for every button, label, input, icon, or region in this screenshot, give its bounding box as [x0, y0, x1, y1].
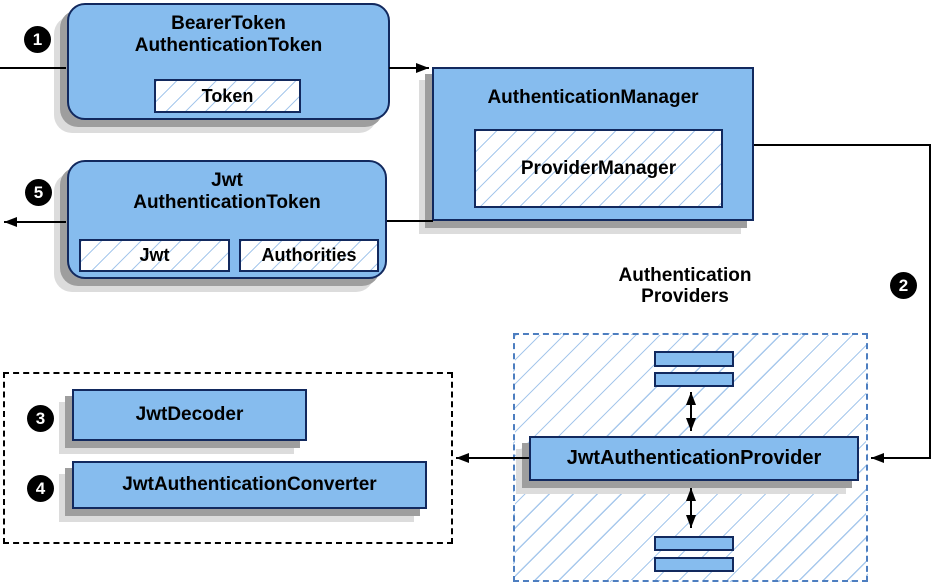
provider-placeholder-bar	[654, 536, 734, 551]
step-4-badge: 4	[27, 475, 54, 502]
jwt-token-title-line2: AuthenticationToken	[133, 192, 321, 213]
providers-group-label-line2: Providers	[641, 286, 729, 307]
node-jwt-authentication-converter: JwtAuthenticationConverter	[72, 461, 427, 509]
bearer-token-title-line1: BearerToken	[171, 13, 286, 34]
node-authentication-manager: AuthenticationManager ProviderManager	[432, 67, 754, 221]
jwt-token-title: Jwt AuthenticationToken	[69, 162, 385, 214]
bearer-token-title-line2: AuthenticationToken	[134, 35, 323, 56]
bearer-token-title: BearerToken AuthenticationToken	[69, 5, 388, 57]
provider-placeholder-bar	[654, 372, 734, 387]
step-1-badge: 1	[24, 26, 51, 53]
authentication-manager-title: AuthenticationManager	[487, 87, 699, 108]
decoder-converter-group-box	[3, 372, 453, 544]
field-token: Token	[154, 79, 301, 113]
provider-placeholder-bar	[654, 351, 734, 367]
node-bearer-token-authentication-token: BearerToken AuthenticationToken Token	[67, 3, 390, 120]
field-authorities: Authorities	[239, 239, 379, 272]
field-jwt: Jwt	[79, 239, 230, 272]
node-jwt-authentication-token: Jwt AuthenticationToken Jwt Authorities	[67, 160, 387, 279]
provider-placeholder-bar	[654, 557, 734, 572]
providers-group-label: Authentication Providers	[550, 265, 820, 307]
step-3-badge: 3	[27, 405, 54, 432]
providers-group-label-line1: Authentication	[618, 265, 752, 286]
step-5-badge: 5	[25, 179, 52, 206]
step-2-badge: 2	[890, 272, 917, 299]
node-jwt-authentication-provider: JwtAuthenticationProvider	[529, 436, 859, 481]
node-jwt-decoder: JwtDecoder	[72, 389, 307, 441]
field-provider-manager: ProviderManager	[474, 129, 723, 208]
jwt-token-title-line1: Jwt	[211, 170, 243, 191]
